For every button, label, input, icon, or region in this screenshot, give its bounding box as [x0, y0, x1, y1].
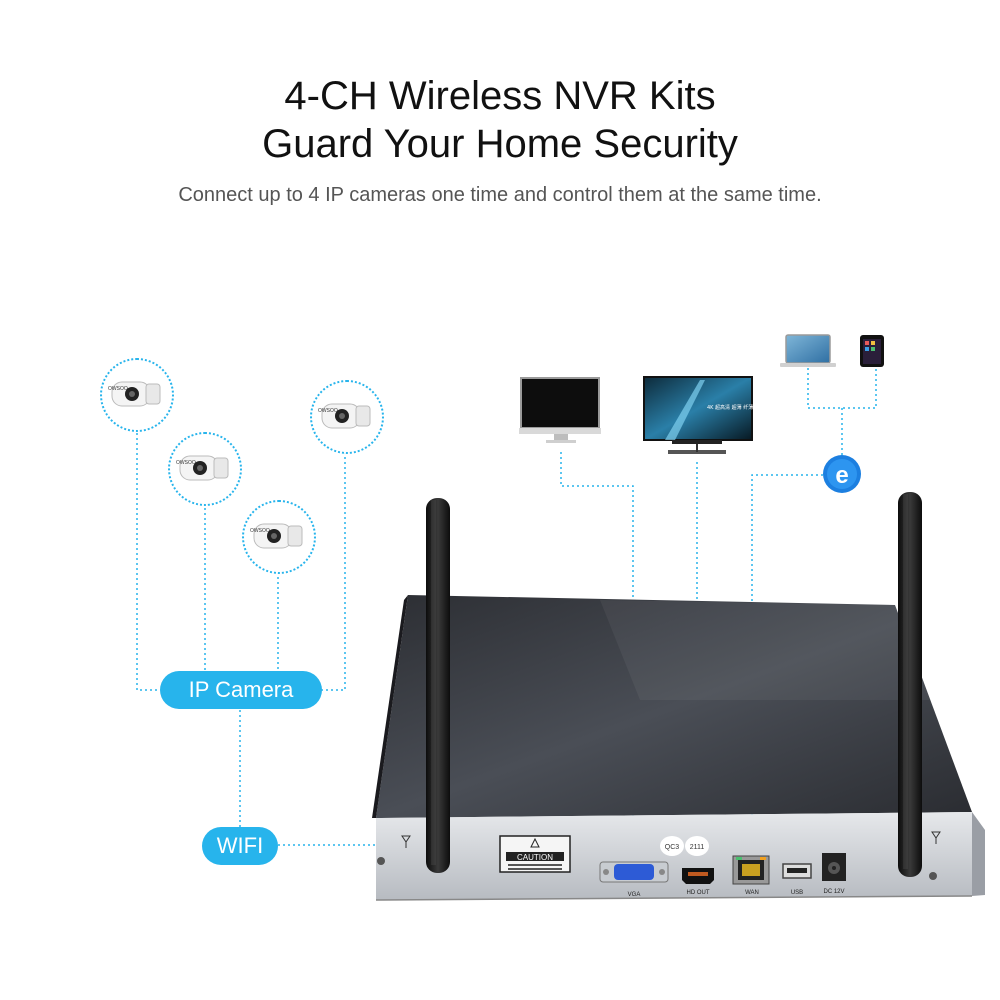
vga-port: VGA — [599, 861, 669, 898]
svg-text:HD OUT: HD OUT — [687, 890, 710, 896]
svg-text:e: e — [835, 462, 848, 489]
page-subtitle: Connect up to 4 IP cameras one time and … — [178, 184, 822, 206]
bullet-camera-icon: OWSOO — [250, 523, 303, 549]
ip-camera-label: IP Camera — [160, 671, 322, 709]
ip-camera-4: OWSOO — [310, 380, 384, 454]
page-title-line2: Guard Your Home Security — [262, 122, 738, 166]
dc-power-port: DC 12V — [822, 853, 846, 895]
screw-icon — [929, 872, 937, 880]
svg-text:DC 12V: DC 12V — [823, 889, 844, 895]
usb-port: USB — [782, 863, 812, 896]
svg-text:USB: USB — [791, 890, 803, 896]
right-antenna — [898, 492, 922, 877]
ip-camera-2: OWSOO — [168, 432, 242, 506]
bullet-camera-icon: OWSOO — [176, 455, 229, 481]
bullet-camera-icon: OWSOO — [318, 403, 371, 429]
hdmi-port: HD OUT — [682, 868, 714, 896]
tv-screen-text: 4K 超高清 超薄 纤薄 — [707, 404, 753, 411]
left-antenna — [426, 498, 450, 873]
svg-text:WAN: WAN — [745, 890, 759, 896]
laptop-icon — [780, 334, 836, 367]
internet-explorer-icon: e — [823, 455, 861, 493]
svg-text:OWSOO: OWSOO — [176, 460, 196, 466]
svg-text:VGA: VGA — [628, 892, 641, 898]
antenna-symbol-icon — [401, 831, 941, 848]
qc-sticker: QC3 2111 — [660, 836, 709, 856]
screw-icon — [377, 857, 385, 865]
ip-camera-3: OWSOO — [242, 500, 316, 574]
bullet-camera-icon: OWSOO — [108, 381, 161, 407]
caution-text: CAUTION — [517, 853, 553, 862]
wan-port: WAN — [732, 855, 770, 896]
monitor-icon — [519, 377, 601, 443]
page-title: 4-CH Wireless NVR Kits — [284, 74, 716, 118]
svg-text:2111: 2111 — [690, 844, 705, 851]
svg-text:QC3: QC3 — [665, 844, 680, 851]
wifi-label: WIFI — [202, 827, 278, 865]
nvr-box — [372, 595, 985, 901]
tv-icon: 4K 超高清 超薄 纤薄 — [643, 376, 753, 454]
svg-text:OWSOO: OWSOO — [108, 386, 128, 392]
ip-camera-1: OWSOO — [100, 358, 174, 432]
phone-icon — [860, 335, 884, 367]
svg-text:OWSOO: OWSOO — [250, 528, 270, 534]
svg-text:OWSOO: OWSOO — [318, 408, 338, 414]
caution-label: CAUTION — [499, 835, 571, 873]
